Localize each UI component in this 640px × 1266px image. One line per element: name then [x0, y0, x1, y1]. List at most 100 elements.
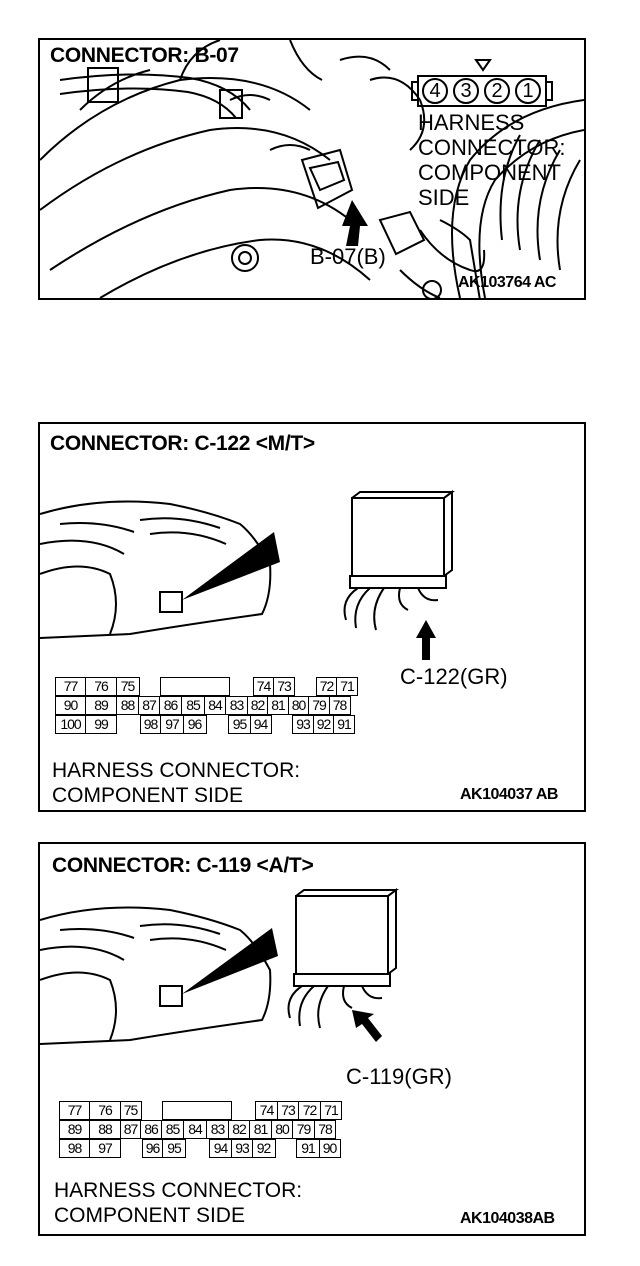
note-line: HARNESS: [418, 110, 525, 135]
engine-illustration: [40, 40, 584, 298]
panel-title: CONNECTOR: C-122 <M/T>: [50, 432, 315, 455]
b07-arrow: [342, 200, 368, 246]
pin-cell: 83: [205, 1119, 230, 1139]
pin-cell: 81: [248, 1119, 273, 1139]
pin-gap: [117, 716, 141, 735]
pin-cell: 72: [297, 1100, 322, 1120]
pin-cell: 84: [203, 695, 227, 715]
dashboard-illustration: [40, 888, 399, 1045]
pin-cell: 89: [58, 1119, 91, 1139]
pin-cell: 97: [89, 1138, 121, 1158]
c122-arrow: [416, 620, 436, 660]
pin-cell: 94: [208, 1138, 233, 1158]
pin-cell: 80: [287, 695, 310, 715]
c119-arrow: [352, 1010, 382, 1042]
pin-cell: 87: [119, 1119, 142, 1139]
pin-gap: [142, 1102, 164, 1121]
pin-cell: 79: [308, 695, 330, 715]
note-line: HARNESS CONNECTOR:: [54, 1179, 303, 1202]
harness-note: HARNESS CONNECTOR: COMPONENT SIDE: [52, 758, 300, 808]
pin-cell: 79: [291, 1119, 316, 1139]
pin-cell: 98: [58, 1138, 91, 1158]
pin-cell: 97: [160, 714, 184, 734]
pin-cell: 74: [252, 676, 275, 696]
pin-cell: 94: [249, 714, 272, 734]
pin-gap: [121, 1140, 143, 1159]
pin-gap: [232, 1102, 256, 1121]
pin-cell: 76: [89, 1100, 121, 1120]
pin-row: 90 89 88 87 86 85 84 83 82 81 80 79 78: [54, 695, 358, 716]
pin-cell: 99: [85, 714, 117, 734]
note-line: COMPONENT SIDE: [54, 1204, 245, 1227]
pin-cell: 85: [160, 1119, 185, 1139]
figure-code: AK104038AB: [460, 1210, 555, 1227]
pin-gap: [186, 1140, 210, 1159]
pin-row: 89 88 87 86 85 84 83 82 81 80 79 78: [58, 1119, 342, 1140]
pin-cell: 88: [89, 1119, 121, 1139]
pin-4: 4: [422, 78, 448, 104]
pin-cell: 87: [138, 695, 160, 715]
pin-cell: 98: [139, 714, 162, 734]
pin-cell: 77: [54, 676, 87, 696]
note-line: HARNESS CONNECTOR:: [52, 759, 301, 782]
pin-row: 98 97 96 95 94 93 92 91 90: [58, 1138, 342, 1159]
zoom-wedge: [182, 532, 280, 600]
pin-cell: 92: [251, 1138, 276, 1158]
pin-cell: 76: [85, 676, 117, 696]
pin-cell: 95: [228, 714, 251, 734]
connector-pin-grid: 77 76 75 74 73 72 71 89 88 87 86 85 84 8…: [58, 1100, 342, 1159]
pin-3: 3: [453, 78, 479, 104]
pin-row: 77 76 75 74 73 72 71: [58, 1100, 342, 1121]
lock-mark: [474, 59, 492, 72]
figure-code: AK104037 AB: [460, 786, 558, 803]
pin-cell: 90: [318, 1138, 341, 1158]
pin-cell: 82: [246, 695, 269, 715]
pin-cell: 75: [119, 1100, 142, 1120]
pin-gap: [272, 716, 294, 735]
pin-cell: 80: [271, 1119, 293, 1139]
pin-cell: 95: [162, 1138, 186, 1158]
pin-cell: 75: [115, 676, 140, 696]
zoom-wedge: [182, 928, 278, 994]
panel-c122: CONNECTOR: C-122 <M/T> C-122(GR) 77 76 7…: [38, 422, 586, 812]
pin-cell: 91: [333, 714, 355, 734]
connector-callout: C-119(GR): [346, 1064, 452, 1089]
panel-c119: CONNECTOR: C-119 <A/T> C-119(GR) 77 76 7…: [38, 842, 586, 1236]
pin-cell: 83: [225, 695, 248, 715]
pin-cell: 89: [85, 695, 117, 715]
harness-note: HARNESS CONNECTOR: COMPONENT SIDE: [418, 110, 566, 210]
dashboard-illustration: [40, 490, 455, 660]
pin-cell: 88: [115, 695, 140, 715]
panel-title: CONNECTOR: B-07: [50, 44, 239, 67]
pin-1: 1: [515, 78, 541, 104]
pin-cell: 90: [54, 695, 87, 715]
pin-cell: 72: [315, 676, 338, 696]
pin-gap: [230, 678, 254, 697]
harness-note: HARNESS CONNECTOR: COMPONENT SIDE: [54, 1178, 302, 1228]
pin-cell: 73: [273, 676, 295, 696]
pin-cell: 81: [267, 695, 289, 715]
note-line: COMPONENT SIDE: [52, 784, 243, 807]
pin-cell: 74: [254, 1100, 279, 1120]
pin-cell: 93: [292, 714, 314, 734]
pin-gap: [276, 1140, 298, 1159]
pin-cell: 93: [231, 1138, 253, 1158]
pin-2: 2: [484, 78, 510, 104]
pin-row: 77 76 75 74 73 72 71: [54, 676, 358, 697]
pin-cell: 96: [182, 714, 207, 734]
note-line: CONNECTOR:: [418, 135, 566, 160]
pin-cell: 96: [141, 1138, 164, 1158]
pin-cell: 71: [320, 1100, 342, 1120]
pin-cell: 73: [277, 1100, 299, 1120]
pin-cell: 82: [228, 1119, 250, 1139]
figure-code: AK103764 AC: [458, 274, 556, 291]
panel-b07: CONNECTOR: B-07 4 3 2 1 HARNESS CONNECTO…: [38, 38, 586, 300]
pin-blank: [160, 676, 230, 696]
pin-gap: [295, 678, 317, 697]
pin-cell: 92: [312, 714, 335, 734]
panel-title: CONNECTOR: C-119 <A/T>: [52, 854, 314, 877]
pin-cell: 91: [296, 1138, 320, 1158]
connector-callout: C-122(GR): [400, 664, 508, 689]
pin-cell: 77: [58, 1100, 91, 1120]
connector-pin-grid: 77 76 75 74 73 72 71 90 89 88 87 86 85 8…: [54, 676, 358, 735]
